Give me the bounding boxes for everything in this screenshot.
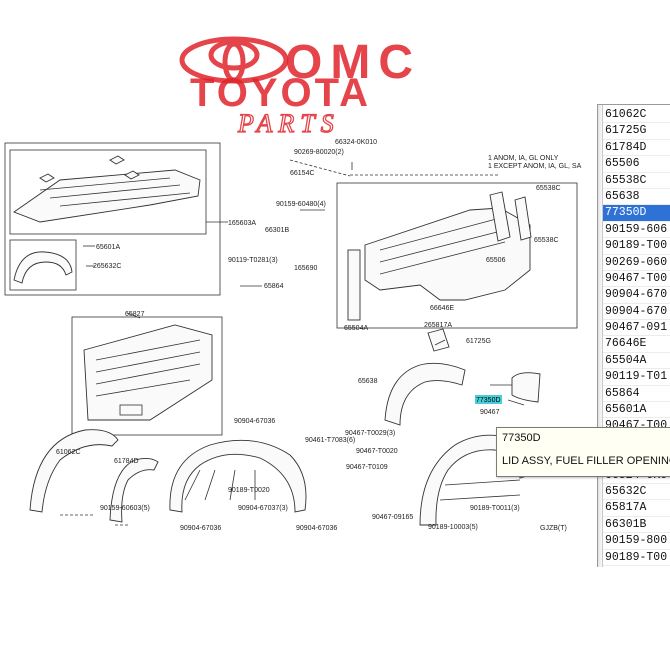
list-item[interactable]: 90269-060	[603, 255, 670, 271]
part-label: 66301B	[265, 227, 289, 234]
part-label: 65506	[486, 257, 506, 264]
part-label: 90159-60480(4)	[276, 201, 326, 208]
list-item[interactable]: 65504A	[603, 353, 670, 370]
part-label: 65538C	[534, 237, 559, 244]
part-tooltip: 77350D LID ASSY, FUEL FILLER OPENING	[496, 427, 670, 477]
list-item[interactable]: 76646E	[603, 336, 670, 353]
list-item-selected[interactable]: 77350D	[603, 205, 670, 222]
part-label: 61062C	[56, 449, 81, 456]
part-label: 90119-T0281(3)	[228, 257, 278, 264]
part-label: 90461-T7083(6)	[305, 437, 355, 444]
part-label: 65638	[358, 378, 378, 385]
part-label: 66324-0K010	[335, 139, 377, 146]
part-label: 90159-60603(5)	[100, 505, 150, 512]
part-label: 265632C	[93, 263, 121, 270]
list-scroll-edge	[598, 105, 603, 567]
list-item[interactable]: 90189-T00	[603, 238, 670, 255]
part-label: 65538C	[536, 185, 561, 192]
parts-list-items: 61062C 61725G 61784D 65506 65538C 65638 …	[603, 107, 670, 566]
part-label: 66646E	[430, 305, 454, 312]
list-item[interactable]: 90159-800	[603, 533, 670, 550]
list-item[interactable]: 65538C	[603, 173, 670, 189]
part-label: 90269-80020(2)	[294, 149, 344, 156]
fuel-filler-lid-group	[475, 372, 541, 406]
part-label: 65827	[125, 311, 145, 318]
part-label: 90904-67036	[180, 525, 221, 532]
fuel-lid-part-label: 77350D	[476, 397, 501, 404]
part-label: 265817A	[424, 322, 452, 329]
list-item[interactable]: 65601A	[603, 402, 670, 419]
toyota-emblem-icon	[179, 36, 289, 84]
part-label: 1 EXCEPT ANOM, IA, GL, SA	[488, 163, 582, 170]
part-label: 90467	[480, 409, 500, 416]
bed-floor-group	[4, 142, 228, 296]
part-label: 61784D	[114, 458, 139, 465]
bed-side-group	[289, 159, 578, 352]
logo-parts-text: PARTS	[237, 109, 340, 138]
part-label: 90467-T0029(3)	[345, 430, 395, 437]
front-panel-group	[71, 316, 223, 436]
list-item[interactable]: 90467-091	[603, 320, 670, 337]
list-item[interactable]: 65632C	[603, 484, 670, 501]
part-label: 90467-T0109	[346, 464, 388, 471]
part-labels: 65601A 265632C 165603A 66324-0K010 90269…	[56, 139, 582, 532]
list-item[interactable]: 61062C	[603, 107, 670, 124]
parts-number-list[interactable]: 61062C 61725G 61784D 65506 65538C 65638 …	[597, 104, 670, 567]
list-item[interactable]: 90467-T00	[603, 271, 670, 288]
list-item[interactable]: 90189-T00	[603, 550, 670, 566]
part-label: 90189-T0020	[228, 487, 270, 494]
omc-toyota-parts-logo: OMC TOYOTA PARTS	[179, 36, 421, 139]
list-item[interactable]: 65864	[603, 386, 670, 403]
list-item[interactable]: 65817A	[603, 500, 670, 517]
rear-inner-liner-group	[169, 439, 307, 513]
part-label: 90904-67036	[296, 525, 337, 532]
part-label: 165603A	[228, 220, 256, 227]
list-item[interactable]: 90159-606	[603, 222, 670, 239]
part-label: 61725G	[466, 338, 491, 345]
wheel-arch-molding-group	[29, 429, 159, 526]
list-item[interactable]: 61725G	[603, 123, 670, 140]
part-label: 165690	[294, 265, 317, 272]
part-label: 65864	[264, 283, 284, 290]
part-label: 65601A	[96, 244, 120, 251]
tooltip-part-code: 77350D	[502, 432, 541, 444]
leader-lines	[83, 162, 512, 386]
part-label: 90189-T0011(3)	[470, 505, 520, 512]
part-label: 1 ANOM, IA, GL ONLY	[488, 155, 559, 162]
logo-omc-text: OMC	[285, 36, 421, 89]
list-item[interactable]: 61784D	[603, 140, 670, 157]
part-label: 90467-09165	[372, 514, 413, 521]
list-item[interactable]: 65506	[603, 156, 670, 173]
part-label: 90904-67037(3)	[238, 505, 288, 512]
list-item[interactable]: 90904-670	[603, 304, 670, 321]
list-item[interactable]: 90119-T01	[603, 369, 670, 386]
list-item[interactable]: 90904-670	[603, 287, 670, 304]
diagram-code-label: GJZB(T)	[540, 525, 567, 532]
part-label: 66154C	[290, 170, 315, 177]
tooltip-part-description: LID ASSY, FUEL FILLER OPENING	[502, 455, 670, 467]
list-item[interactable]: 66301B	[603, 517, 670, 534]
logo-toyota-text: TOYOTA	[190, 71, 371, 115]
part-label: 65504A	[344, 325, 368, 332]
part-label: 90467-T0020	[356, 448, 398, 455]
part-label: 90189-10003(5)	[428, 524, 478, 531]
part-label: 90904-67036	[234, 418, 275, 425]
list-item[interactable]: 65638	[603, 189, 670, 206]
